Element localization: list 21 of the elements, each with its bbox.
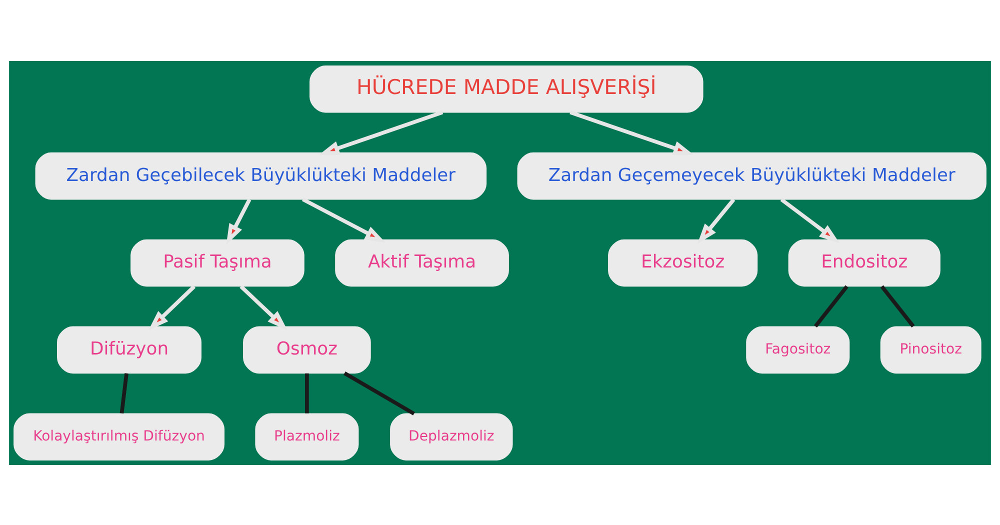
connector <box>814 284 848 328</box>
node-box: Difüzyon <box>57 326 202 374</box>
node-box: Kolaylaştırılmış Difüzyon <box>14 412 224 460</box>
connector <box>120 372 128 414</box>
node-box: Endositoz <box>788 238 940 286</box>
node-box: Pinositoz <box>880 326 982 374</box>
node-box: Deplazmoliz <box>390 412 513 460</box>
node-box: Zardan Geçebilecek Büyüklükteki Maddeler <box>35 152 487 200</box>
arrow <box>570 110 694 154</box>
connector <box>880 284 915 328</box>
node-box: Aktif Taşıma <box>335 238 509 286</box>
node-box: Plazmoliz <box>255 412 359 460</box>
node-box: Zardan Geçemeyecek Büyüklükteki Maddeler <box>517 152 986 200</box>
connector <box>344 371 415 415</box>
node-box: Pasif Taşıma <box>130 238 304 286</box>
node-box: Fagositoz <box>746 326 850 374</box>
connector <box>305 372 309 413</box>
node-box: Ekzositoz <box>608 238 758 286</box>
node-box: HÜCREDE MADDE ALIŞVERİŞİ <box>310 64 704 112</box>
node-box: Osmoz <box>243 326 371 374</box>
arrow <box>302 197 386 242</box>
